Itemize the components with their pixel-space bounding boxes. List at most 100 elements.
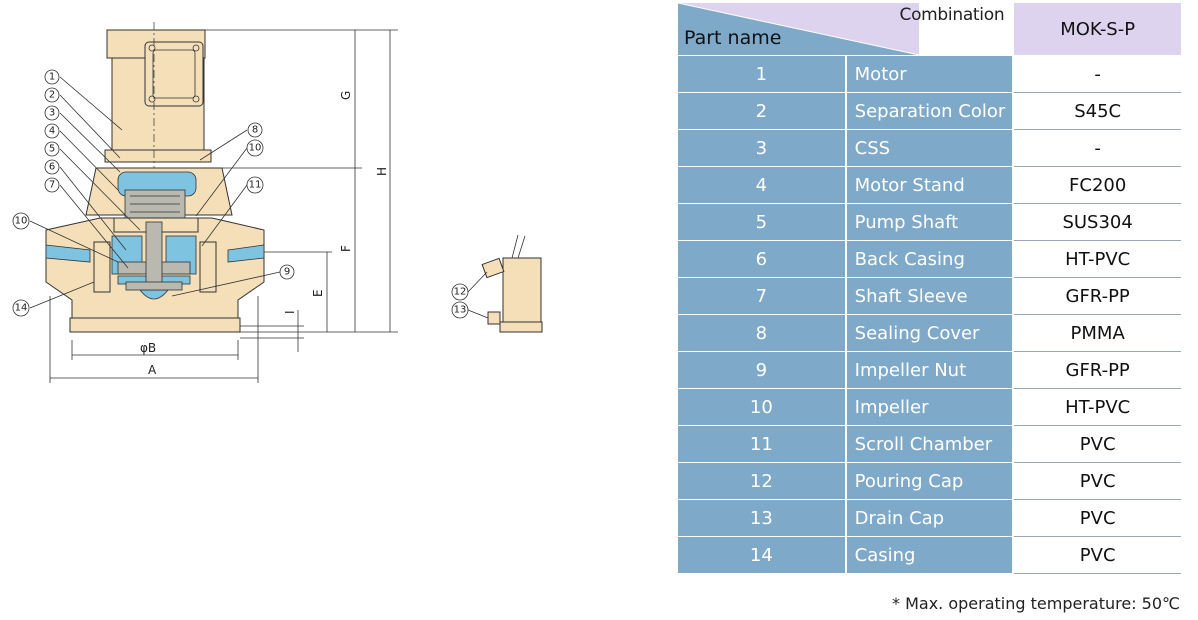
row-number: 11 [678, 425, 847, 463]
callout-leaders [29, 76, 281, 309]
part-name: Casing [845, 536, 1014, 574]
svg-text:10: 10 [249, 143, 262, 154]
svg-text:8: 8 [252, 125, 258, 136]
part-material: GFR-PP [1012, 277, 1181, 315]
part-material: HT-PVC [1012, 240, 1181, 278]
row-number: 6 [678, 240, 847, 278]
part-name: Drain Cap [845, 499, 1014, 537]
part-material: S45C [1012, 92, 1181, 130]
row-number: 14 [678, 536, 847, 574]
part-name: Impeller Nut [845, 351, 1014, 389]
motor-stand [85, 167, 233, 219]
row-number: 3 [678, 129, 847, 167]
row-number: 1 [678, 55, 847, 93]
dim-g-label: G [339, 91, 353, 100]
row-number: 5 [678, 203, 847, 241]
dim-e-label: E [311, 289, 325, 297]
callout-8: 8 [247, 122, 263, 138]
row-number: 10 [678, 388, 847, 426]
part-material: PVC [1012, 536, 1181, 574]
callout-2: 2 [44, 87, 60, 103]
dimension-lines [49, 29, 398, 383]
svg-text:12: 12 [454, 287, 467, 298]
part-name: Impeller [845, 388, 1014, 426]
header-diagonal-background [678, 3, 919, 55]
svg-text:6: 6 [49, 162, 55, 173]
svg-text:11: 11 [249, 180, 262, 191]
svg-text:10: 10 [15, 216, 28, 227]
header-combination: Combination [899, 5, 1005, 25]
part-name: Motor Stand [845, 166, 1014, 204]
part-material: PMMA [1012, 314, 1181, 352]
callout-1: 1 [44, 69, 60, 85]
footnote-max-temperature: * Max. operating temperature: 50℃ [892, 594, 1180, 613]
header-diagonal-cell: Combination Part name [678, 3, 1014, 56]
part-name: Sealing Cover [845, 314, 1014, 352]
part-name: Scroll Chamber [845, 425, 1014, 463]
pump-casing [45, 217, 265, 333]
dim-a-label: A [148, 363, 157, 377]
part-material: SUS304 [1012, 203, 1181, 241]
callout-13: 13 [451, 301, 469, 319]
part-material: FC200 [1012, 166, 1181, 204]
dim-b-label: φB [140, 341, 156, 355]
callout-11: 11 [246, 176, 264, 194]
table-header-row: Combination Part name MOK-S-P [678, 3, 1181, 56]
header-part-name: Part name [684, 27, 782, 49]
part-name: CSS [845, 129, 1014, 167]
part-material: PVC [1012, 425, 1181, 463]
callout-10-left: 10 [12, 212, 30, 230]
svg-text:5: 5 [49, 144, 55, 155]
row-number: 9 [678, 351, 847, 389]
part-name: Pump Shaft [845, 203, 1014, 241]
callout-7: 7 [44, 177, 60, 193]
row-number: 13 [678, 499, 847, 537]
part-material: PVC [1012, 462, 1181, 500]
row-number: 12 [678, 462, 847, 500]
part-name: Motor [845, 55, 1014, 93]
svg-text:9: 9 [284, 267, 290, 278]
part-material: - [1012, 55, 1181, 93]
motor [104, 22, 212, 330]
part-name: Back Casing [845, 240, 1014, 278]
callout-6: 6 [44, 159, 60, 175]
callout-3: 3 [44, 105, 60, 121]
row-number: 7 [678, 277, 847, 315]
part-name: Pouring Cap [845, 462, 1014, 500]
callout-14: 14 [12, 299, 30, 317]
header-model: MOK-S-P [1012, 3, 1181, 56]
callout-4: 4 [44, 123, 60, 139]
part-material: PVC [1012, 499, 1181, 537]
dim-i-label: I [283, 310, 297, 314]
callout-5: 5 [44, 141, 60, 157]
svg-text:2: 2 [49, 90, 55, 101]
svg-text:7: 7 [49, 180, 55, 191]
row-number: 8 [678, 314, 847, 352]
pump-cross-section-drawing: .b { fill:#f4dfb8; stroke:#333; stroke-w… [12, 22, 543, 383]
svg-text:4: 4 [49, 126, 55, 137]
part-name: Shaft Sleeve [845, 277, 1014, 315]
svg-text:13: 13 [454, 305, 467, 316]
callout-12: 12 [451, 283, 469, 301]
part-name: Separation Color [845, 92, 1014, 130]
part-material: HT-PVC [1012, 388, 1181, 426]
svg-text:1: 1 [49, 72, 55, 83]
callout-10-right: 10 [246, 139, 264, 157]
svg-text:3: 3 [49, 108, 55, 119]
row-number: 4 [678, 166, 847, 204]
part-material: GFR-PP [1012, 351, 1181, 389]
